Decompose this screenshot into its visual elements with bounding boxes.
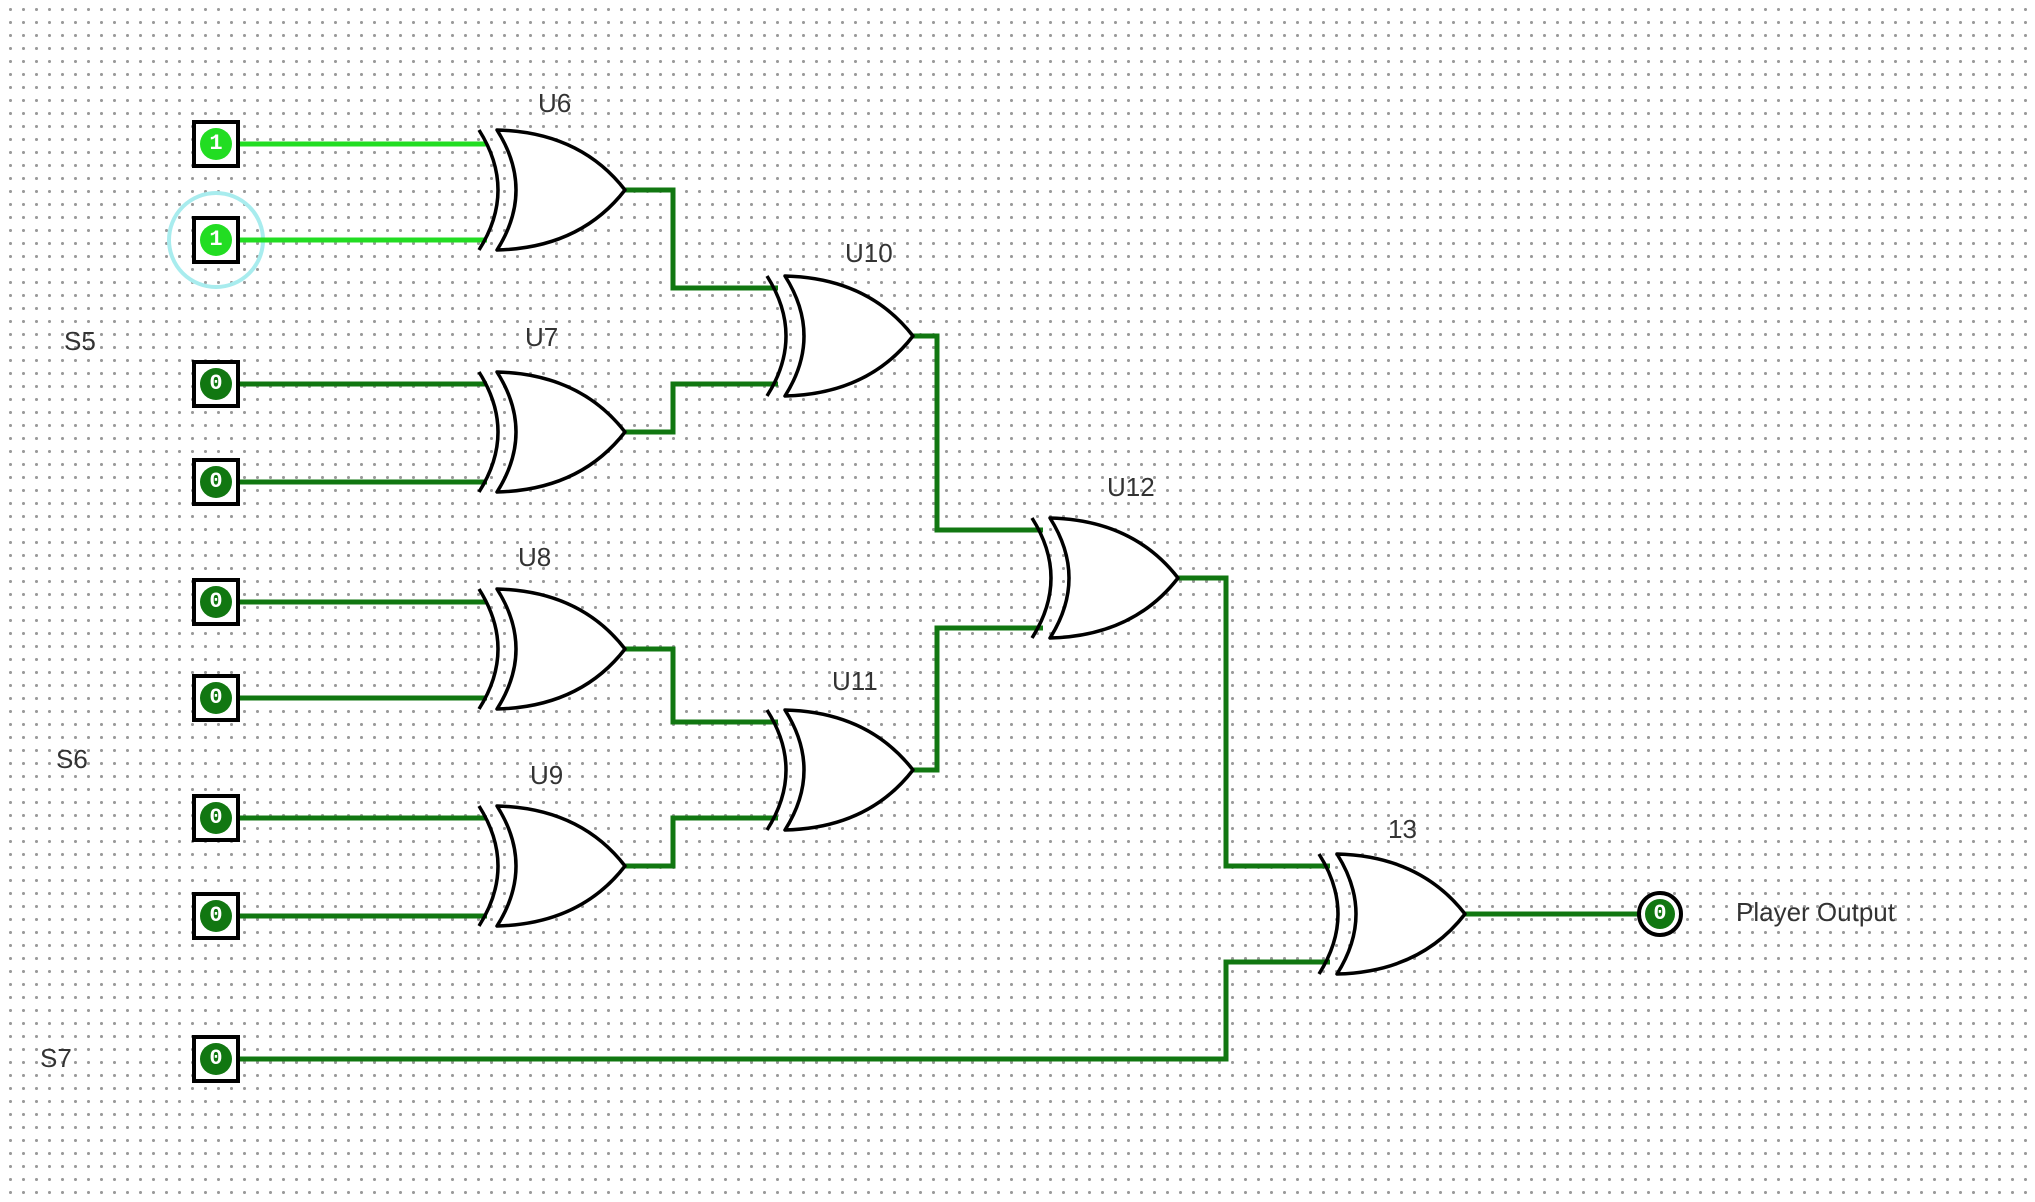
input-state-disc-7 (200, 802, 232, 834)
label-u8: U8 (518, 542, 552, 572)
xor-gate-u11[interactable] (765, 708, 915, 832)
input-state-disc-3 (200, 368, 232, 400)
xor-gate-u8[interactable] (477, 587, 627, 711)
wire-s7-u13 (236, 959, 1330, 1062)
input-state-disc-4 (200, 466, 232, 498)
xor-gate-u9[interactable] (477, 804, 627, 928)
wire-u9-u11 (625, 815, 778, 869)
wire-u7-u10 (625, 381, 778, 435)
input-pin-1[interactable]: 1 (209, 131, 223, 156)
label-u10: U10 (845, 238, 893, 268)
label-s6: S6 (56, 744, 88, 774)
output-state-disc (1645, 899, 1675, 929)
label-s7: S7 (40, 1043, 72, 1073)
input-pin-8[interactable]: 0 (209, 903, 223, 928)
output-pin: 0 (1653, 901, 1667, 926)
xor-gate-u7[interactable] (477, 370, 627, 494)
wire-u6-u10 (625, 187, 778, 291)
label-u12: U12 (1107, 472, 1155, 502)
wire-u12-u13 (1178, 575, 1330, 869)
label-u13: 13 (1388, 814, 1417, 844)
wire-u8-u11 (625, 646, 778, 725)
input-state-disc-6 (200, 682, 232, 714)
input-pin-7[interactable]: 0 (209, 805, 223, 830)
xor-gate-u12[interactable] (1030, 516, 1180, 640)
label-u7: U7 (525, 322, 559, 352)
label-u6: U6 (538, 88, 572, 118)
input-state-disc-s7 (200, 1043, 232, 1075)
wire-u10-u12 (913, 333, 1043, 533)
input-state-disc-1 (200, 128, 232, 160)
input-pin-6[interactable]: 0 (209, 685, 223, 710)
label-s5: S5 (64, 326, 96, 356)
input-state-disc-5 (200, 586, 232, 618)
label-player-output: Player Output (1736, 897, 1895, 927)
label-u9: U9 (530, 760, 564, 790)
input-pin-5[interactable]: 0 (209, 589, 223, 614)
label-u11: U11 (832, 666, 878, 696)
input-pin-4[interactable]: 0 (209, 469, 223, 494)
xor-gate-u10[interactable] (765, 274, 915, 398)
input-state-disc-8 (200, 900, 232, 932)
input-state-disc-2 (200, 224, 232, 256)
xor-gate-u13[interactable] (1317, 852, 1467, 976)
input-pin-3[interactable]: 0 (209, 371, 223, 396)
xor-gate-u6[interactable] (477, 128, 627, 252)
wire-u11-u12 (913, 625, 1043, 773)
input-pin-s7[interactable]: 0 (209, 1046, 223, 1071)
input-pin-2[interactable]: 1 (209, 227, 223, 252)
